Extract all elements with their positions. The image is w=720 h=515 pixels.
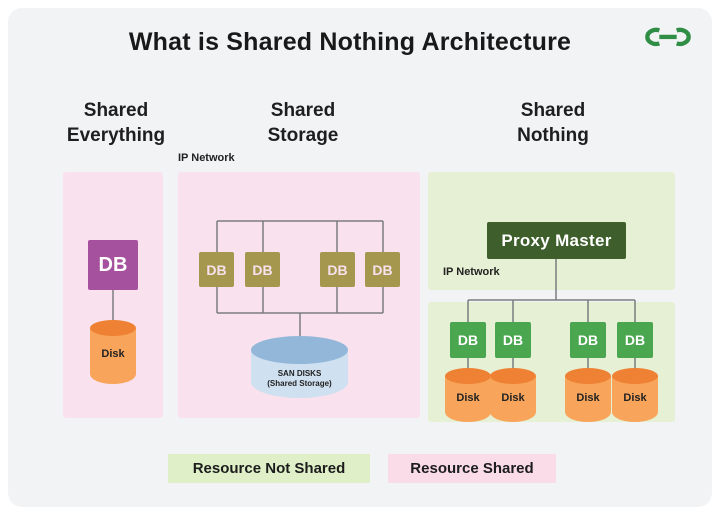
disk-cylinder-top — [612, 368, 658, 384]
legend-resource-not-shared: Resource Not Shared — [168, 454, 370, 483]
db-node-everything: DB — [88, 240, 138, 290]
san-cylinder-top — [251, 336, 348, 364]
heading-line: Storage — [267, 124, 339, 146]
disk-cylinder-body — [90, 328, 136, 384]
disk-cylinder-top — [565, 368, 611, 384]
disk-cylinder-nothing-3: Disk — [565, 368, 611, 422]
heading-shared-storage: Shared Storage — [210, 99, 396, 148]
heading-line: Shared — [520, 100, 586, 121]
heading-line: Nothing — [517, 124, 589, 146]
db-node-storage-3: DB — [320, 252, 355, 287]
san-disks-sublabel: (Shared Storage) — [267, 379, 332, 388]
proxy-master-node: Proxy Master — [487, 222, 626, 259]
san-disks-label: SAN DISKS — [277, 369, 322, 378]
disk-cylinder-nothing-4: Disk — [612, 368, 658, 422]
db-node-nothing-4: DB — [617, 322, 653, 358]
disk-label: Disk — [501, 392, 525, 404]
legend-resource-shared: Resource Shared — [388, 454, 556, 483]
db-node-nothing-1: DB — [450, 322, 486, 358]
db-node-nothing-2: DB — [495, 322, 531, 358]
ip-network-label-nothing: IP Network — [443, 266, 500, 278]
disk-cylinder-top — [90, 320, 136, 336]
heading-line: Shared — [83, 100, 149, 121]
heading-shared-nothing: Shared Nothing — [460, 99, 646, 148]
page-title: What is Shared Nothing Architecture — [128, 28, 572, 56]
disk-cylinder-top — [490, 368, 536, 384]
disk-label: Disk — [623, 392, 647, 404]
heading-shared-everything: Shared Everything — [40, 99, 192, 148]
disk-cylinder-top — [445, 368, 491, 384]
disk-label: Disk — [101, 348, 125, 360]
disk-cylinder-everything: Disk — [90, 320, 136, 384]
disk-cylinder-nothing-1: Disk — [445, 368, 491, 422]
db-node-storage-2: DB — [245, 252, 280, 287]
db-node-storage-1: DB — [199, 252, 234, 287]
ip-network-label-storage: IP Network — [178, 152, 235, 164]
geeksforgeeks-logo-icon — [645, 27, 691, 47]
disk-label: Disk — [576, 392, 600, 404]
san-disks-cylinder: SAN DISKS (Shared Storage) — [251, 336, 348, 398]
db-node-storage-4: DB — [365, 252, 400, 287]
heading-line: Shared — [270, 100, 336, 121]
disk-label: Disk — [456, 392, 480, 404]
heading-line: Everything — [66, 124, 166, 146]
disk-cylinder-nothing-2: Disk — [490, 368, 536, 422]
db-node-nothing-3: DB — [570, 322, 606, 358]
